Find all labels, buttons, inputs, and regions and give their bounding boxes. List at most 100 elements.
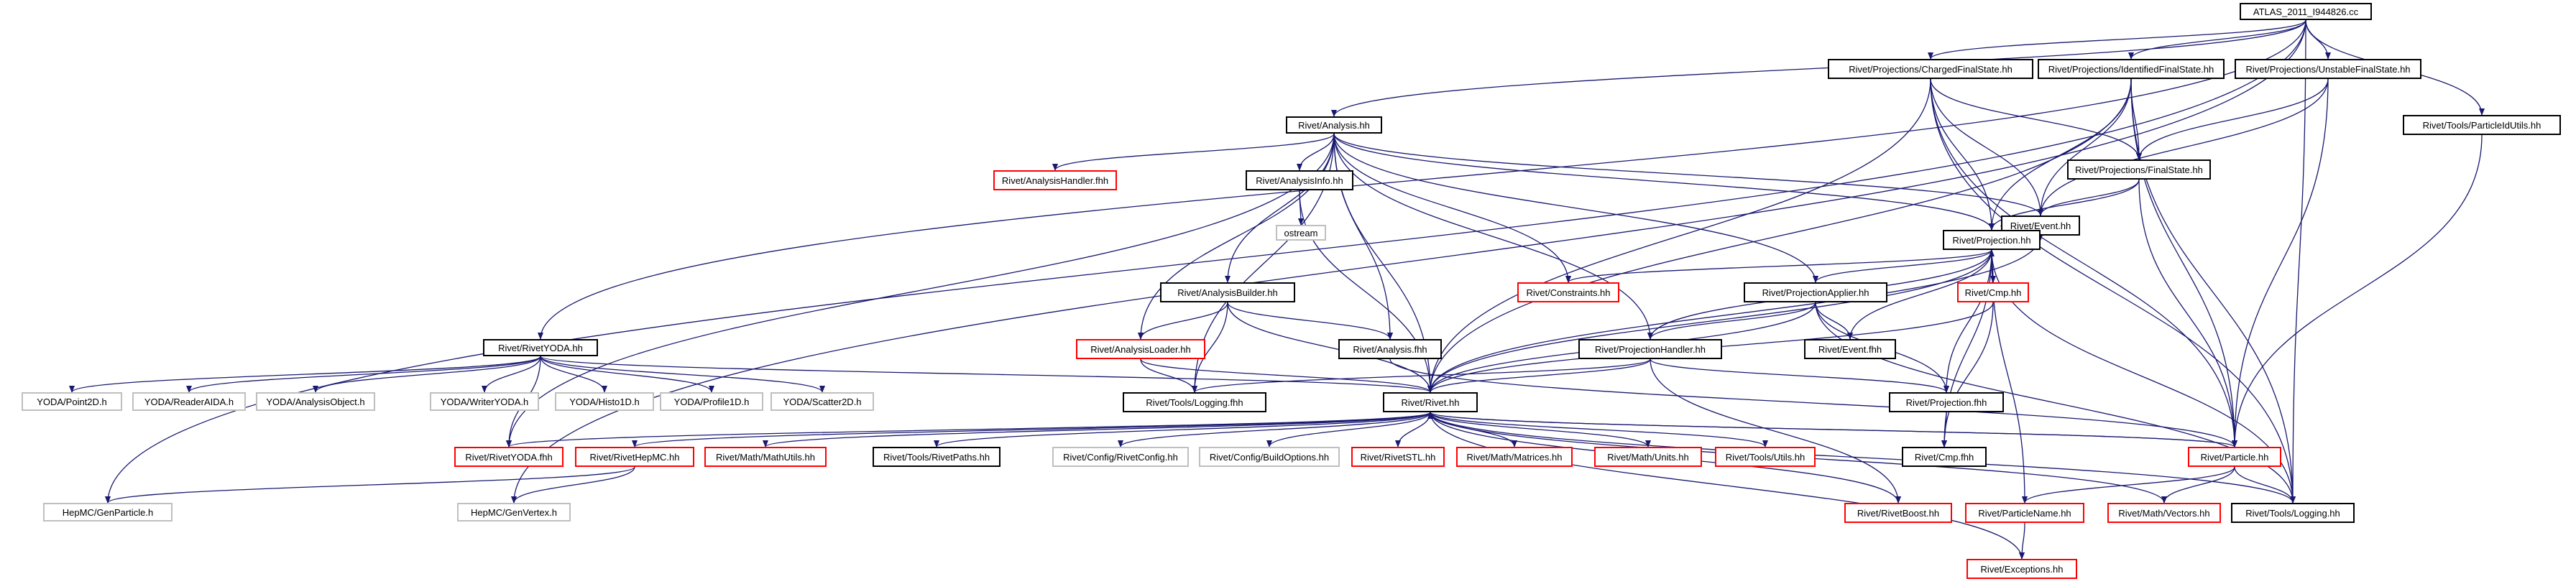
edge-chargedfs-to-logging	[1930, 78, 2296, 504]
node-point2d[interactable]: YODA/Point2D.h	[22, 392, 122, 411]
node-label: YODA/AnalysisObject.h	[266, 396, 365, 407]
edge-rivetyoda-to-readeraida	[186, 356, 541, 393]
node-analysishandler[interactable]: Rivet/AnalysisHandler.fhh	[993, 170, 1117, 190]
node-exceptions[interactable]: Rivet/Exceptions.hh	[1966, 559, 2077, 579]
node-label: YODA/WriterYODA.h	[440, 396, 529, 407]
node-particleidutils[interactable]: Rivet/Tools/ParticleIdUtils.hh	[2403, 115, 2561, 135]
node-logging[interactable]: Rivet/Tools/Logging.hh	[2231, 503, 2355, 523]
edge-analysis-to-analysisinfo	[1297, 133, 1335, 171]
node-event[interactable]: Rivet/Event.hh	[2001, 215, 2080, 236]
node-label: YODA/Point2D.h	[37, 396, 107, 407]
edge-rivetyoda-to-scatter2d	[540, 356, 825, 393]
edge-finalstate-to-event	[2038, 179, 2140, 216]
node-units[interactable]: Rivet/Math/Units.hh	[1594, 447, 1702, 467]
node-analysisinfo[interactable]: Rivet/AnalysisInfo.hh	[1246, 170, 1353, 190]
edge-analysisinfo-to-rivet	[1299, 190, 1433, 393]
node-writeryoda[interactable]: YODA/WriterYODA.h	[430, 392, 539, 411]
node-histo1d[interactable]: YODA/Histo1D.h	[555, 392, 654, 411]
edge-analysis-to-analysisfhh	[1333, 133, 1393, 340]
node-loggingfhh[interactable]: Rivet/Tools/Logging.fhh	[1123, 392, 1266, 412]
node-label: Rivet/Projections/IdentifiedFinalState.h…	[2048, 63, 2214, 75]
node-rivetpaths[interactable]: Rivet/Tools/RivetPaths.hh	[873, 447, 1000, 467]
node-label: Rivet/Particle.hh	[2200, 451, 2269, 463]
node-rivetyoda[interactable]: Rivet/RivetYODA.hh	[483, 339, 598, 356]
edge-analysis-to-analysishandler	[1052, 133, 1335, 171]
node-label: HepMC/GenParticle.h	[62, 506, 154, 518]
node-constraints[interactable]: Rivet/Constraints.hh	[1517, 282, 1619, 302]
node-label: Rivet/Projections/FinalState.hh	[2075, 164, 2203, 175]
edge-chargedfs-to-finalstate	[1930, 78, 2142, 160]
node-readeraida[interactable]: YODA/ReaderAIDA.h	[132, 392, 246, 411]
node-vectors[interactable]: Rivet/Math/Vectors.hh	[2107, 503, 2221, 523]
node-label: Rivet/RivetBoost.hh	[1857, 507, 1940, 519]
node-matrices[interactable]: Rivet/Math/Matrices.hh	[1456, 447, 1573, 467]
node-label: Rivet/Exceptions.hh	[1980, 563, 2064, 575]
node-eventfhh[interactable]: Rivet/Event.fhh	[1804, 339, 1896, 359]
node-rivetyodafhh[interactable]: Rivet/RivetYODA.fhh	[454, 447, 564, 467]
node-cmp[interactable]: Rivet/Cmp.hh	[1957, 282, 2029, 302]
node-analysisfhh[interactable]: Rivet/Analysis.fhh	[1338, 339, 1442, 359]
node-rivetstl[interactable]: Rivet/RivetSTL.hh	[1351, 447, 1445, 467]
edge-analysisbuilder-to-rivet	[1227, 302, 1433, 393]
edge-projection-to-projectionfhh	[1944, 249, 1992, 393]
node-label: Rivet/Config/RivetConfig.hh	[1063, 451, 1178, 463]
node-unstablefs[interactable]: Rivet/Projections/UnstableFinalState.hh	[2235, 59, 2421, 79]
node-label: HepMC/GenVertex.h	[471, 506, 557, 518]
node-label: Rivet/Tools/Logging.fhh	[1146, 397, 1243, 408]
node-genvertex[interactable]: HepMC/GenVertex.h	[457, 503, 571, 522]
node-rivetconfig[interactable]: Rivet/Config/RivetConfig.hh	[1052, 447, 1189, 467]
edge-rivet-to-units	[1430, 412, 1651, 448]
edge-identfs-to-particle	[2130, 78, 2237, 448]
edge-rivet-to-mathutils	[763, 412, 1431, 448]
node-genparticle[interactable]: HepMC/GenParticle.h	[43, 503, 172, 522]
node-label: Rivet/RivetSTL.hh	[1360, 451, 1436, 463]
edge-rivetyoda-to-histo1d	[540, 356, 607, 393]
edge-rivetyoda-to-analysisobject	[313, 356, 541, 393]
node-label: Rivet/Config/BuildOptions.hh	[1209, 451, 1330, 463]
node-chargedfs[interactable]: Rivet/Projections/ChargedFinalState.hh	[1828, 59, 2033, 79]
edge-particle-to-logging	[2234, 466, 2296, 504]
node-particlename[interactable]: Rivet/ParticleName.hh	[1965, 503, 2084, 523]
node-label: Rivet/AnalysisLoader.hh	[1090, 343, 1191, 355]
edge-projectionhandler-to-rivet	[1427, 358, 1651, 393]
edge-rivet-to-rivetpaths	[934, 412, 1431, 448]
node-label: Rivet/ProjectionHandler.hh	[1595, 343, 1706, 355]
node-rivethepmc[interactable]: Rivet/RivetHepMC.hh	[575, 447, 694, 467]
node-identfs[interactable]: Rivet/Projections/IdentifiedFinalState.h…	[2038, 59, 2225, 79]
edge-identfs-to-logging	[2130, 78, 2296, 504]
edge-analysisloader-to-loggingfhh	[1140, 358, 1197, 393]
edge-rivethepmc-to-genparticle	[105, 466, 635, 504]
node-rivetboost[interactable]: Rivet/RivetBoost.hh	[1844, 503, 1952, 523]
edge-cmp-to-projection	[1989, 249, 1995, 283]
edge-analysis-to-event	[1333, 133, 2043, 216]
node-analysisloader[interactable]: Rivet/AnalysisLoader.hh	[1076, 339, 1205, 359]
node-projectionhandler[interactable]: Rivet/ProjectionHandler.hh	[1578, 339, 1722, 359]
node-label: Rivet/Tools/Logging.hh	[2245, 507, 2340, 519]
node-rivet[interactable]: Rivet/Rivet.hh	[1383, 392, 1478, 412]
node-analysisbuilder[interactable]: Rivet/AnalysisBuilder.hh	[1160, 282, 1295, 302]
node-label: YODA/Scatter2D.h	[783, 396, 862, 407]
node-label: Rivet/Projections/UnstableFinalState.hh	[2245, 63, 2411, 75]
node-profile1d[interactable]: YODA/Profile1D.h	[660, 392, 763, 411]
edge-root-to-genparticle	[105, 19, 2306, 504]
node-projectionapplier[interactable]: Rivet/ProjectionApplier.hh	[1744, 282, 1887, 302]
node-mathutils[interactable]: Rivet/Math/MathUtils.hh	[704, 447, 827, 467]
node-projectionfhh[interactable]: Rivet/Projection.fhh	[1889, 392, 2004, 412]
node-utils[interactable]: Rivet/Tools/Utils.hh	[1715, 447, 1816, 467]
node-buildoptions[interactable]: Rivet/Config/BuildOptions.hh	[1199, 447, 1340, 467]
edge-analysis-to-analysisbuilder	[1225, 133, 1335, 283]
node-cmpfhh[interactable]: Rivet/Cmp.fhh	[1902, 447, 1987, 467]
edge-finalstate-to-particle	[2138, 179, 2237, 448]
node-root[interactable]: ATLAS_2011_I944826.cc	[2240, 3, 2372, 20]
node-label: ostream	[1284, 227, 1318, 238]
node-analysisobject[interactable]: YODA/AnalysisObject.h	[256, 392, 375, 411]
node-projection[interactable]: Rivet/Projection.hh	[1943, 230, 2041, 250]
node-ostream[interactable]: ostream	[1276, 225, 1326, 241]
node-scatter2d[interactable]: YODA/Scatter2D.h	[770, 392, 874, 411]
edge-cmp-to-cmpfhh	[1941, 302, 1994, 448]
node-particle[interactable]: Rivet/Particle.hh	[2188, 447, 2281, 467]
node-analysis[interactable]: Rivet/Analysis.hh	[1286, 116, 1382, 134]
node-finalstate[interactable]: Rivet/Projections/FinalState.hh	[2067, 159, 2211, 180]
node-label: ATLAS_2011_I944826.cc	[2253, 6, 2359, 17]
